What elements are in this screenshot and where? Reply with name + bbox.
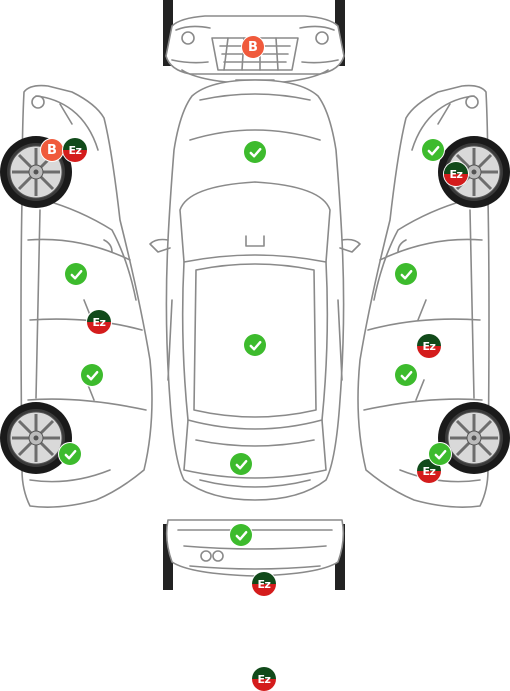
right-rear-wheel-check-icon[interactable] (429, 443, 451, 465)
left-front-door-ez-badge-icon[interactable]: Ez (87, 310, 111, 334)
car-outline-drawing (0, 0, 510, 590)
right-front-door-check-icon[interactable] (395, 263, 417, 285)
rear-bumper-ez-badge-icon[interactable]: Ez (252, 667, 276, 691)
hood-check-icon[interactable] (244, 141, 266, 163)
left-rear-wheel-check-icon[interactable] (59, 443, 81, 465)
left-front-door-check-icon[interactable] (65, 263, 87, 285)
ez-badge-label: Ez (92, 315, 106, 329)
ez-badge-label: Ez (68, 143, 82, 157)
car-damage-diagram (0, 0, 510, 590)
left-rear-door-check-icon[interactable] (81, 364, 103, 386)
left-front-wheel-ez-badge-icon[interactable]: Ez (63, 138, 87, 162)
left-front-wheel-b-badge-icon[interactable]: B (41, 139, 63, 161)
rear-bumper-check-icon[interactable] (230, 524, 252, 546)
ez-badge-label: Ez (422, 339, 436, 353)
right-front-wheel-ez-badge-icon[interactable]: Ez (444, 162, 468, 186)
trunk-check-icon[interactable] (230, 453, 252, 475)
front-bumper-b-badge-icon[interactable]: B (242, 36, 264, 58)
ez-badge-label: Ez (449, 167, 463, 181)
trunk-ez-badge-icon[interactable]: Ez (252, 572, 276, 596)
rear-view (163, 519, 345, 590)
ez-badge-label: Ez (422, 464, 436, 478)
right-rear-door-check-icon[interactable] (395, 364, 417, 386)
right-front-door-ez-badge-icon[interactable]: Ez (417, 334, 441, 358)
right-front-wheel-check-icon[interactable] (422, 139, 444, 161)
top-view (149, 79, 361, 501)
roof-check-icon[interactable] (244, 334, 266, 356)
ez-badge-label: Ez (257, 672, 271, 686)
ez-badge-label: Ez (257, 577, 271, 591)
